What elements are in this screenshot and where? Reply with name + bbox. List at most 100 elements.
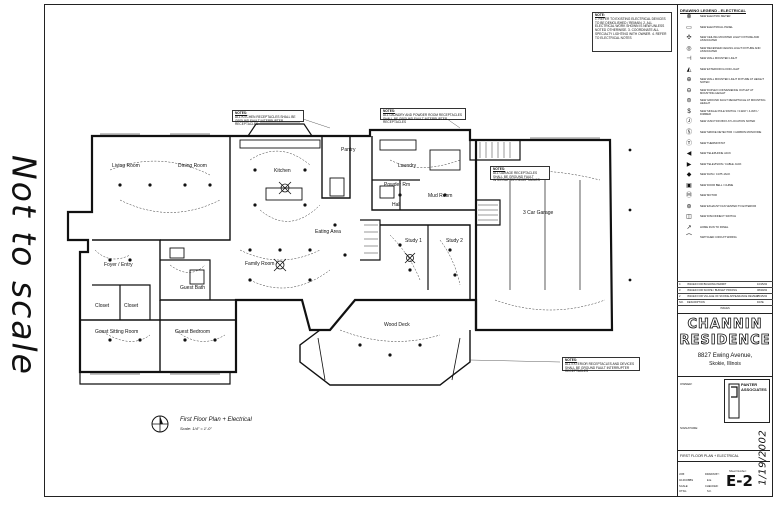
junction-icon: Ⓙ — [685, 119, 692, 126]
north-arrow-icon — [151, 415, 169, 433]
room-label-deck: Wood Deck — [384, 322, 410, 328]
room-label-family: Family Room — [245, 261, 275, 267]
disconnect-icon: ◫ — [686, 214, 692, 221]
room-label-living: Living Room — [112, 163, 140, 169]
legend-title: DRAWING LEGEND - ELECTRICAL — [680, 8, 746, 13]
project-name-line-2: RESIDENCE — [679, 333, 771, 349]
room-label-hall: Hall — [392, 202, 401, 208]
note-exterior-gfi: NOTES: ALL EXTERIOR RECEPTACLES AND DEVI… — [562, 357, 640, 374]
legend-item: ◫ NEW DISCONNECT SWITCH — [680, 214, 770, 223]
legend-item-text: NEW SINGLE POLE SWITCH / 3-WAY / 4-WAY /… — [700, 109, 759, 116]
revision-row: 2 ISSUED FOR VILLAGE OF SKOKIE APPEARANC… — [677, 293, 773, 300]
project-block: CHANNIN RESIDENCE 8827 Ewing Avenue, Sko… — [677, 313, 773, 377]
recessed-light-icon: ◎ — [686, 45, 692, 52]
legend-item-text: NEW DOOR BELL / CHIME — [700, 183, 734, 187]
firm-name-2: ASSOCIATES — [741, 387, 767, 392]
note-heading: NOTES: — [493, 167, 506, 171]
room-label-guest-sitting: Guest Sitting Room — [95, 329, 139, 335]
legend-item: ✣ NEW CEILING MOUNTED LIGHT FIXTURE AND A… — [680, 35, 770, 44]
plan-title: First Floor Plan + Electrical — [180, 417, 252, 423]
legend-item: ⊖NEW DUPLEX CONVENIENCE OUTLET AT MOUNTI… — [680, 88, 770, 97]
legend-item-text: NEW DUPLEX CONVENIENCE OUTLET AT MOUNTIN… — [700, 88, 754, 95]
sheet-info: JOB: 02-0KOBBS SCALE: OTSG DRAWN BY: E.E… — [677, 470, 767, 496]
revision-table: 4 ISSUED FOR BUILDING PERMIT 10/15/02 3 … — [677, 257, 773, 312]
legend-item-text: NEW TELEVISION / CABLE JACK — [700, 162, 742, 166]
room-label-powder: Powder Rm — [384, 182, 411, 188]
issue-date-stamp: 1/19/2002 — [745, 420, 784, 500]
sheet-number-label: Sheet Number: — [729, 470, 747, 473]
legend-item: ↗HOME RUN TO PANEL — [680, 225, 770, 234]
room-label-study1: Study 1 — [405, 238, 422, 244]
revision-desc: DESCRIPTION — [687, 301, 705, 304]
room-label-pantry: Pantry — [341, 147, 356, 153]
drawn-label: DRAWN BY: — [705, 473, 720, 476]
legend-item-text: NEW THERMOSTAT — [700, 141, 726, 145]
revision-date: 05/15/02 — [757, 295, 768, 298]
legend-item-text: NEW CEILING MOUNTED LIGHT FIXTURE AND AS… — [700, 36, 760, 43]
legend-item: ▭NEW ELECTRICAL PANEL — [680, 25, 770, 34]
legend-item-text: NEW EXHAUST FAN VENTED TO EXTERIOR — [700, 204, 757, 208]
revision-footer: ISSUES — [677, 305, 773, 312]
sheet-title: FIRST FLOOR PLAN + ELECTRICAL — [677, 450, 770, 462]
tv-icon: ▶ — [686, 161, 692, 168]
checked-label: CHECKED: — [705, 485, 719, 488]
room-label-dining: Dining Room — [178, 163, 207, 169]
home-run-icon: ↗ — [686, 224, 692, 231]
note-general: NOTE: 1. REFER TO EXISTING ELECTRICAL DE… — [592, 12, 672, 52]
motor-icon: Ⓜ — [685, 193, 692, 200]
revision-date: DATE — [757, 301, 764, 304]
legend-item-text: NEW WALL MOUNTED LIGHT FIXTURE AT HEIGHT… — [700, 78, 764, 85]
legend-item-text: NEW ELECTRIC METER — [700, 15, 731, 18]
legend-item: ⊜NEW GROUND FAULT RECEPTACLE AT MOUNTING… — [680, 98, 770, 107]
legend-item-text: NEW GROUND FAULT RECEPTACLE AT MOUNTING … — [700, 99, 766, 106]
revision-no: 2 — [679, 295, 681, 298]
legend-item-text: NEW SMOKE DETECTOR / CARBON MONOXIDE — [700, 131, 762, 134]
legend-item: ⌒SWITCHED CIRCUIT WIRING — [680, 235, 770, 244]
revision-desc: ISSUED FOR VILLAGE OF SKOKIE APPEARANCE … — [687, 295, 759, 298]
note-heading: NOTE: — [595, 13, 605, 17]
legend-item: ⊕ NEW WALL MOUNTED LIGHT FIXTURE AT HEIGH… — [680, 77, 770, 86]
pendant-icon: ⊕ — [686, 77, 692, 84]
revision-no: 3 — [679, 289, 681, 292]
legend-item-text: NEW DISCONNECT SWITCH — [700, 215, 737, 219]
title-block — [677, 4, 773, 497]
room-label-eating: Eating Area — [315, 229, 341, 235]
revision-date: 10/15/02 — [757, 283, 768, 286]
room-label-foyer: Foyer / Entry — [104, 262, 133, 268]
legend-item: ▶ NEW TELEVISION / CABLE JACK — [680, 162, 770, 171]
revision-desc: ISSUED FOR SCOPE / BUDGET PRICING — [687, 289, 738, 292]
revision-no: 4 — [679, 283, 681, 286]
legend-item-text: NEW JUNCTION BOX AT LOCATION NOTED — [700, 120, 756, 124]
note-body: ALL LAUNDRY AND POWDER ROOM RECEPTACLES … — [383, 112, 463, 125]
note-body: ALL EXTERIOR RECEPTACLES AND DEVICES SHA… — [565, 361, 635, 374]
note-laundry-gfi: NOTES: ALL LAUNDRY AND POWDER ROOM RECEP… — [380, 108, 466, 124]
job-value: 02-0KOBBS — [679, 479, 694, 482]
note-kitchen-gfi: NOTES: ALL KITCHEN RECEPTACLES SHALL BE … — [232, 110, 304, 126]
project-address-street: 8827 Ewing Avenue, — [697, 353, 753, 359]
legend-item: ◆NEW DATA / CAT5 JACK — [680, 172, 770, 181]
ceiling-fan-icon: ✣ — [686, 35, 692, 42]
firm-logo: PANTER ASSOCIATES — [724, 379, 770, 423]
switch-icon: $ — [687, 108, 691, 115]
legend-item: ◀NEW TELEPHONE JACK — [680, 151, 770, 160]
revision-header: NO. DESCRIPTION DATE — [677, 299, 773, 306]
plan-scale: Scale: 1/4" = 1'-0" — [180, 426, 212, 431]
wall-light-icon: ⊣ — [686, 56, 692, 63]
legend-item: ◎NEW RECESSED CEILING LIGHT FIXTURE AND … — [680, 46, 770, 55]
revision-desc: ISSUED FOR BUILDING PERMIT — [687, 283, 727, 286]
room-label-mud: Mud Room — [428, 193, 453, 199]
legend-item-text: NEW EXTERIOR FLOOD LIGHT — [700, 67, 740, 71]
room-label-study2: Study 2 — [446, 238, 463, 244]
note-garage-gfi: NOTES: ALL GARAGE RECEPTACLES SHALL BE G… — [490, 166, 550, 182]
project-name-line-1: CHANNIN — [687, 317, 763, 333]
firm-block: OWNER: SIGNATURE: — [677, 378, 773, 430]
note-heading: NOTES: — [383, 109, 396, 113]
data-icon: ◆ — [686, 172, 692, 179]
smoke-icon: Ⓢ — [685, 130, 692, 136]
drawn-value: E.E. — [707, 479, 712, 482]
legend-item: Ⓙ NEW JUNCTION BOX AT LOCATION NOTED — [680, 119, 770, 128]
legend-item: ⊛NEW EXHAUST FAN VENTED TO EXTERIOR — [680, 204, 770, 213]
room-label-closet-2: Closet — [124, 303, 139, 309]
thermostat-icon: Ⓣ — [685, 140, 692, 147]
